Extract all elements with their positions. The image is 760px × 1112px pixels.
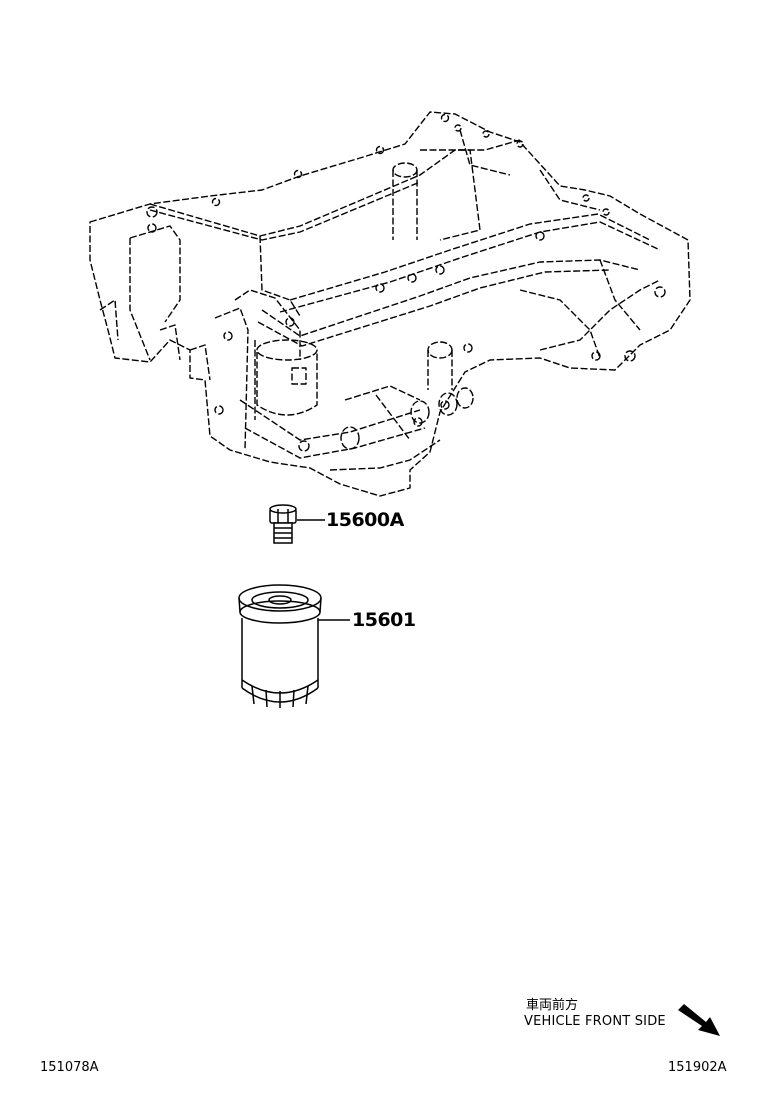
vehicle-front-label-jp: 車両前方: [526, 998, 579, 1013]
drain-plug: [269, 504, 297, 544]
oil-filter: [238, 584, 322, 708]
oil-pan-assembly: [89, 111, 691, 497]
vehicle-front-indicator: 車両前方 VEHICLE FRONT SIDE: [524, 994, 754, 1044]
figure-code-left: 151078A: [40, 1060, 99, 1075]
part-number-oil-filter[interactable]: 15601: [352, 609, 416, 631]
part-number-drain-plug[interactable]: 15600A: [326, 509, 404, 531]
figure-code-right: 151902A: [668, 1060, 727, 1075]
vehicle-front-label-en: VEHICLE FRONT SIDE: [524, 1014, 666, 1029]
front-arrow-icon: [678, 1004, 720, 1036]
